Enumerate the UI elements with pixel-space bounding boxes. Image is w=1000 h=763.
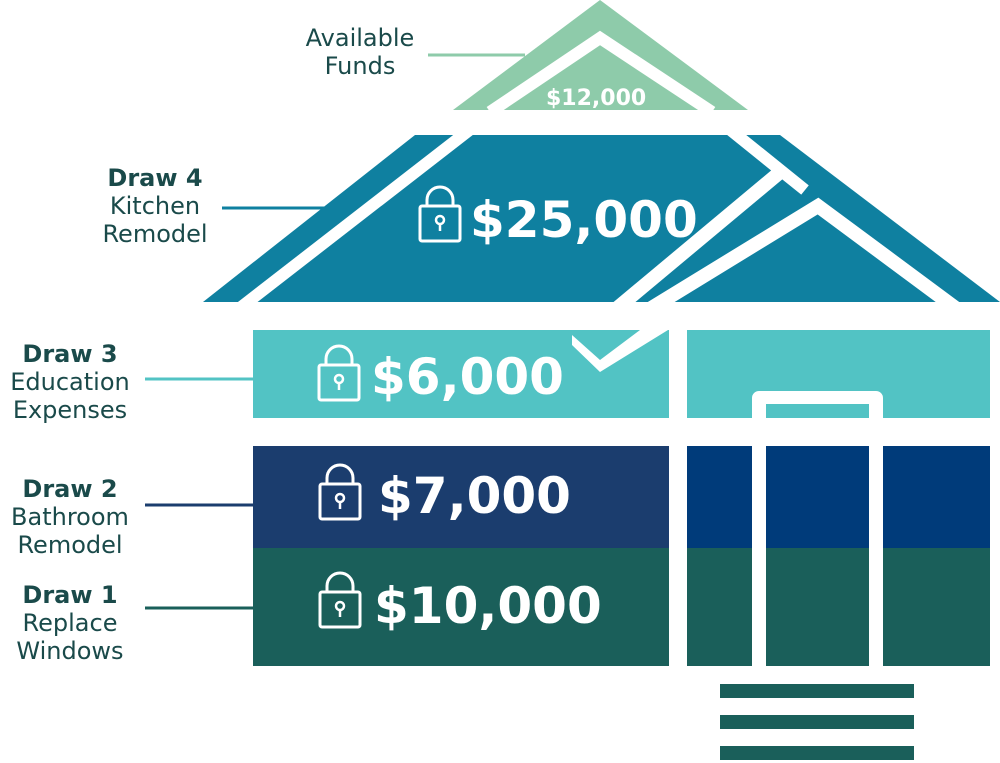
draw3-line1: Education	[10, 368, 130, 396]
draw4-label: Draw 4 Kitchen Remodel	[80, 164, 230, 248]
draw4-amount: $25,000	[470, 191, 698, 249]
step-3	[720, 746, 914, 760]
available-funds-line1: Available	[305, 24, 415, 52]
draw4-roof-line-left	[236, 123, 476, 313]
draw2-band-left	[253, 446, 669, 548]
available-funds-label: Available Funds	[290, 24, 430, 80]
draw3-amount: $6,000	[371, 348, 564, 406]
available-funds-roof-outline	[486, 30, 716, 118]
draw1-band-right	[687, 548, 990, 666]
door-window	[766, 404, 869, 416]
draw2-line1: Bathroom	[11, 503, 129, 531]
draw1-label: Draw 1 Replace Windows	[0, 581, 140, 665]
lock-icon	[418, 185, 462, 243]
draw3-line2: Expenses	[12, 396, 128, 424]
available-funds-line2: Funds	[324, 52, 396, 80]
draw1-amount: $10,000	[374, 577, 602, 635]
draw3-title: Draw 3	[22, 340, 118, 368]
draw1-line1: Replace	[22, 609, 118, 637]
door-outline	[752, 391, 883, 666]
draw3-band-left	[253, 330, 669, 418]
draw2-line2: Remodel	[17, 531, 123, 559]
available-funds-amount: $12,000	[546, 86, 647, 111]
draw2-band-right	[687, 446, 990, 548]
lock-icon	[318, 571, 362, 629]
draw1-band-left	[253, 548, 669, 666]
draw4-line1: Kitchen	[109, 192, 201, 220]
step-2	[720, 715, 914, 729]
step-1	[720, 684, 914, 698]
draw1-line2: Windows	[16, 637, 124, 665]
lock-icon	[318, 463, 362, 521]
lock-icon	[317, 344, 361, 402]
front-gable-outline	[636, 197, 970, 321]
draw1-title: Draw 1	[22, 581, 118, 609]
draw2-amount: $7,000	[378, 467, 571, 525]
draw3-label: Draw 3 Education Expenses	[0, 340, 140, 424]
draw2-label: Draw 2 Bathroom Remodel	[0, 475, 140, 559]
draw3-notch	[572, 330, 668, 372]
draw2-title: Draw 2	[22, 475, 118, 503]
draw4-title: Draw 4	[107, 164, 203, 192]
draw4-line2: Remodel	[102, 220, 208, 248]
draw4-roof-line-right	[724, 123, 809, 195]
